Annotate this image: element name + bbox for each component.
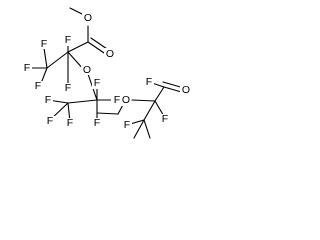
bond-cf3-center-to-cf2 — [67, 99, 98, 104]
bond-cf2-lower-f2 — [96, 112, 119, 115]
atom-o-carbonyl-top: O — [106, 48, 114, 60]
bond-ether-2-to-right-cf — [131, 99, 156, 102]
atom-f8: F — [67, 117, 73, 129]
atom-f12: F — [146, 76, 152, 88]
atom-o-ether-2: O — [122, 94, 130, 106]
chemical-structure-diagram: F F F F F O O O F F F F F F O F O — [21, 7, 191, 139]
atom-f13: F — [162, 113, 168, 125]
bond-cf3-top-f2 — [43, 47, 48, 69]
atom-f3: F — [35, 80, 41, 92]
bond-right-cf3-f2 — [133, 119, 145, 139]
atom-o-ether-1: O — [83, 64, 91, 76]
atom-f2: F — [41, 38, 47, 50]
atom-f10: F — [114, 94, 120, 106]
atom-f1: F — [24, 62, 30, 74]
atom-f14: F — [124, 119, 130, 131]
bond-cf3-top-to-cf — [46, 51, 69, 69]
atom-f11: F — [94, 117, 100, 129]
atom-f6: F — [45, 94, 51, 106]
atom-f5: F — [65, 82, 71, 94]
bond-right-cf3-f3 — [143, 119, 151, 139]
bond-right-cf-to-acyl — [154, 86, 165, 102]
atom-label-layer: F F F F F O O O F F F F F F O F O — [21, 12, 191, 131]
bond-cf-top-to-carbonyl — [67, 41, 89, 53]
atom-f9: F — [94, 77, 100, 89]
bond-right-cf-to-cf3 — [143, 100, 156, 121]
atom-o-carbonyl-right: O — [182, 84, 190, 96]
bond-carbonyl-top-double-1 — [87, 41, 108, 56]
atom-f4: F — [65, 34, 71, 46]
atom-o-ester: O — [84, 12, 92, 24]
atom-f7: F — [47, 115, 53, 127]
